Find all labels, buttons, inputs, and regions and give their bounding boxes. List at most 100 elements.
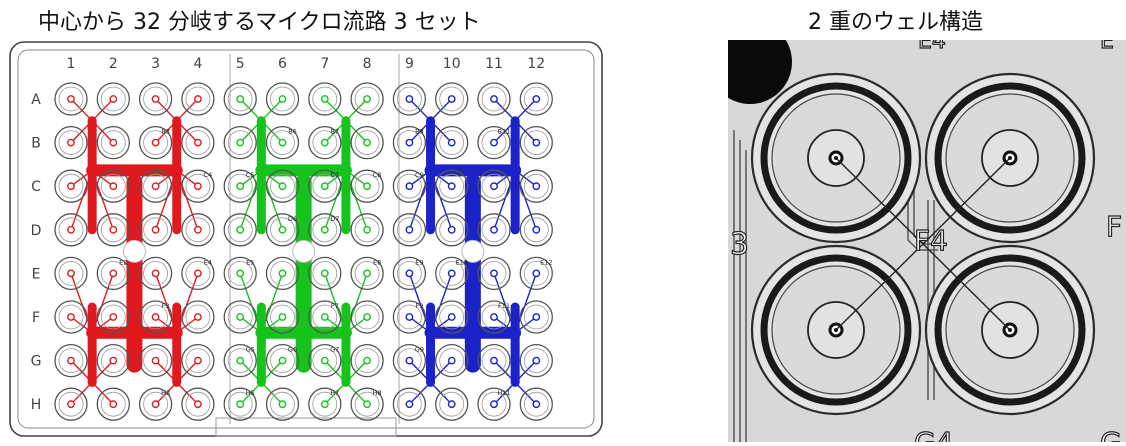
well-tag-E4: E4 xyxy=(204,258,212,266)
well-port xyxy=(278,182,287,191)
channel-branch-line xyxy=(493,359,516,384)
well-inner-ring xyxy=(143,173,169,199)
well-inner-ring xyxy=(312,173,338,199)
well-inner-ring xyxy=(270,86,295,112)
well-inner-ring xyxy=(396,348,422,374)
well-tag-C4: C4 xyxy=(204,171,213,179)
well-port xyxy=(363,269,371,278)
closeup-label-mid-left: 3 xyxy=(730,227,749,262)
well-inner-ring xyxy=(312,217,338,243)
well-port xyxy=(363,400,371,409)
well-F4 xyxy=(181,300,215,334)
well-inner-ring xyxy=(523,348,549,374)
well-inner-ring xyxy=(58,391,84,417)
well-F5 xyxy=(223,300,257,334)
central-inlet-1 xyxy=(122,239,146,263)
well-C9 xyxy=(392,169,427,203)
well-port xyxy=(236,95,245,103)
channel-branch-line xyxy=(345,272,368,334)
well-port xyxy=(151,269,160,278)
well-port xyxy=(67,356,75,365)
well-inner-ring xyxy=(354,391,380,417)
well-port xyxy=(151,225,160,234)
column-label-6: 6 xyxy=(278,56,287,72)
closeup-label-bottom-center: G4 xyxy=(914,426,954,442)
well-inner-ring xyxy=(312,348,338,374)
well-port xyxy=(490,182,498,191)
well-H8 xyxy=(350,387,384,421)
well-inner-ring xyxy=(100,304,126,330)
well-port xyxy=(109,225,118,234)
well-port xyxy=(151,95,160,103)
well-F11 xyxy=(477,300,511,334)
channel-branch-line xyxy=(429,169,453,187)
well-port xyxy=(67,182,75,191)
well-inner-ring xyxy=(58,260,84,286)
well-inner-ring xyxy=(396,173,422,199)
well-port xyxy=(236,138,245,147)
well-G3 xyxy=(138,343,173,378)
well-H10 xyxy=(435,387,469,421)
well-F2 xyxy=(96,300,130,334)
channel-branch-line xyxy=(514,169,537,231)
well-B8 xyxy=(350,125,384,160)
well-inner-ring xyxy=(227,173,253,199)
well-port xyxy=(278,400,287,409)
well-tag-C8: C8 xyxy=(373,171,382,179)
well-C1 xyxy=(54,169,88,203)
channel-branch-line xyxy=(324,169,347,187)
column-label-4: 4 xyxy=(193,56,202,72)
well-port xyxy=(320,400,329,409)
well-H7 xyxy=(308,387,342,421)
well-port xyxy=(447,269,456,278)
well-port xyxy=(236,182,245,191)
well-G7 xyxy=(308,343,342,378)
well-port xyxy=(278,225,287,234)
well-inner-ring xyxy=(481,348,507,374)
well-port xyxy=(532,95,541,103)
well-inner-ring xyxy=(227,217,253,243)
well-G12 xyxy=(519,343,553,378)
well-B12 xyxy=(519,125,553,160)
closeup-label-mid-right: F xyxy=(1106,210,1122,243)
well-port xyxy=(67,313,75,321)
central-inlet-2 xyxy=(292,239,316,263)
channel-branch-line xyxy=(324,98,347,122)
channel-branch-line xyxy=(91,98,115,122)
channel-branch-line xyxy=(70,120,93,144)
well-port xyxy=(193,269,202,278)
well-inner-ring xyxy=(143,391,169,417)
well-port xyxy=(532,225,541,234)
well-G6 xyxy=(265,343,300,378)
well-inner-ring xyxy=(227,260,253,286)
well-port xyxy=(236,313,245,321)
channel-branch-line xyxy=(345,98,368,122)
well-B3 xyxy=(138,125,173,160)
well-inner-ring xyxy=(185,391,211,417)
well-inner-ring xyxy=(481,173,507,199)
channel-branch-line xyxy=(239,316,263,334)
well-inner-ring xyxy=(523,217,549,243)
well-E2 xyxy=(96,256,130,291)
well-port xyxy=(490,95,498,103)
well-inner-ring xyxy=(523,391,549,417)
well-tag-F11: F11 xyxy=(498,302,510,310)
channel-branch-line xyxy=(176,381,199,405)
well-tag-F9: F9 xyxy=(415,302,423,310)
channel-branch-line xyxy=(239,272,263,334)
well-G9 xyxy=(392,343,427,378)
well-port xyxy=(236,356,245,365)
well-port xyxy=(405,400,414,409)
well-port xyxy=(109,182,118,191)
well-inner-ring xyxy=(270,217,295,243)
well-port xyxy=(67,400,75,409)
well-port xyxy=(193,400,202,409)
well-tag-C5: C5 xyxy=(246,171,255,179)
well-inner-ring xyxy=(100,260,126,286)
channel-branch-line xyxy=(70,272,93,334)
central-inlet-3 xyxy=(461,239,485,263)
outer-well-dark-ring xyxy=(760,254,912,406)
channel-branch-line xyxy=(493,98,516,122)
well-tag-E9: E9 xyxy=(415,258,423,266)
